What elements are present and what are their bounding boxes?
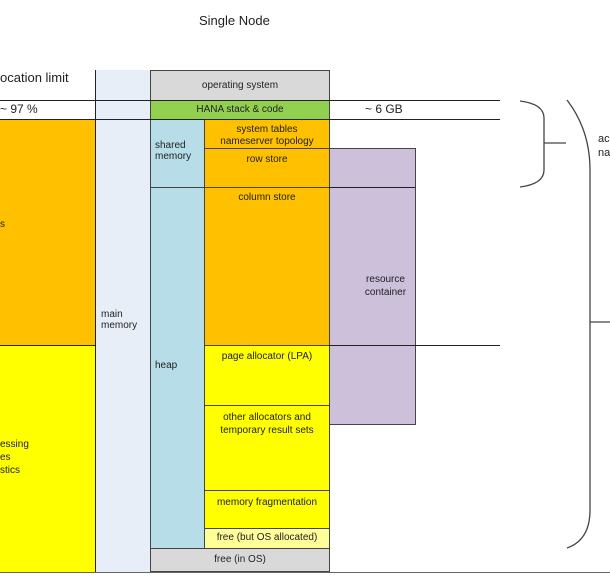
small-brace-icon bbox=[519, 100, 566, 188]
main-memory bbox=[95, 70, 151, 572]
divider-line bbox=[329, 187, 415, 188]
memory-fragmentation-block: memory fragmentation bbox=[204, 490, 330, 529]
left-yellow-block bbox=[0, 345, 95, 572]
large-brace-icon bbox=[566, 99, 610, 549]
left-lower-text: stics bbox=[0, 465, 20, 476]
other-allocators-block: other allocators and temporary result se… bbox=[204, 405, 330, 491]
resource-container-block: resource container bbox=[329, 148, 416, 425]
left-upper-text: s bbox=[0, 219, 5, 230]
divider-line bbox=[329, 345, 500, 346]
operating-system-block: operating system bbox=[150, 70, 330, 101]
left-lower-text: es bbox=[0, 452, 11, 463]
left-orange-block bbox=[0, 119, 95, 345]
allocation-limit-label: ocation limit bbox=[0, 70, 69, 85]
divider-line bbox=[0, 100, 500, 101]
right-label: ac bbox=[598, 133, 610, 145]
percent-label: ~ 97 % bbox=[0, 102, 38, 116]
divider-line bbox=[0, 119, 500, 120]
right-label: na bbox=[598, 147, 610, 159]
column-store-block: column store bbox=[204, 187, 330, 346]
divider-line bbox=[0, 572, 610, 573]
diagram-title: Single Node bbox=[199, 13, 270, 28]
left-lower-text: essing bbox=[0, 439, 29, 450]
main-memory-label: main memory bbox=[101, 309, 138, 331]
page-allocator-block: page allocator (LPA) bbox=[204, 345, 330, 406]
hana-size-label: ~ 6 GB bbox=[365, 102, 403, 116]
free-in-os-block: free (in OS) bbox=[150, 548, 330, 572]
